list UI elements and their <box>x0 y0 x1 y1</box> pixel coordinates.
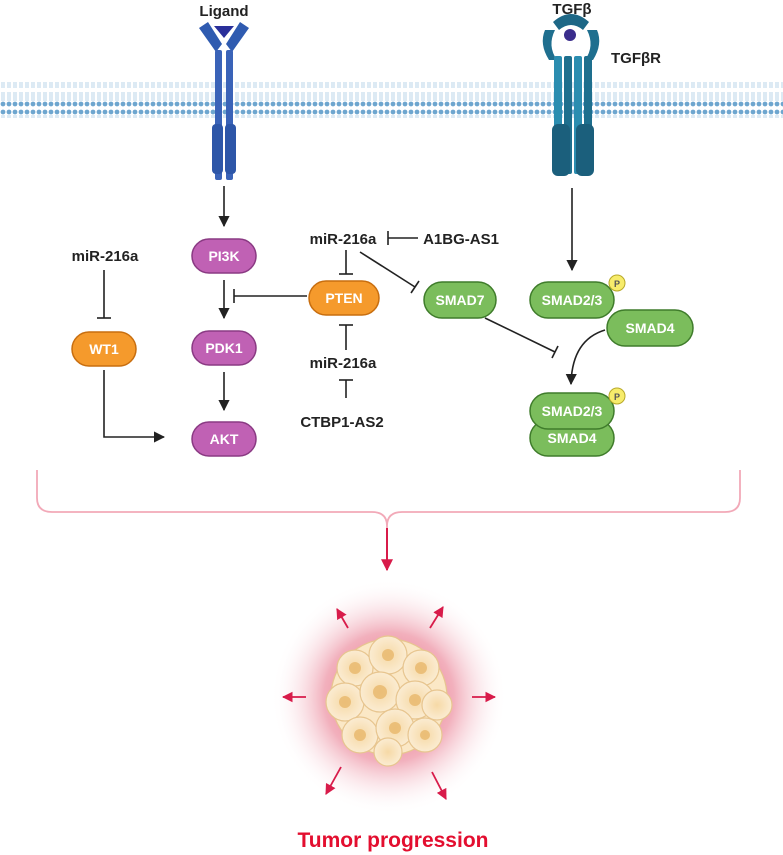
convergence-bracket <box>36 470 741 562</box>
ligand-label: Ligand <box>199 3 248 20</box>
pten-label: PTEN <box>325 290 362 306</box>
complex-phospho-icon <box>608 387 626 405</box>
node-smad4: SMAD4 <box>606 309 694 347</box>
arrow-wt1-akt <box>103 370 166 443</box>
node-pdk1: PDK1 <box>191 330 257 366</box>
node-smad-complex: SMAD4 SMAD2/3 P <box>529 387 626 457</box>
rtk-receptor <box>199 22 249 180</box>
node-pten: PTEN <box>308 280 380 316</box>
tumor-spread-arrows <box>281 606 497 800</box>
smad7-label: SMAD7 <box>435 292 484 308</box>
node-akt: AKT <box>191 421 257 457</box>
node-pi3k: PI3K <box>191 238 257 274</box>
node-smad7: SMAD7 <box>423 281 497 319</box>
complex-smad23-label: SMAD2/3 <box>542 403 603 419</box>
mir216a-bottom-label: miR-216a <box>310 355 377 372</box>
phospho-label: P <box>614 279 620 289</box>
cell-membrane <box>0 82 783 118</box>
smad23-label: SMAD2/3 <box>542 292 603 308</box>
tgfb-label: TGFβ <box>552 1 591 18</box>
mir216a-top-label: miR-216a <box>310 231 377 248</box>
tgfbr-label: TGFβR <box>611 50 661 67</box>
pdk1-label: PDK1 <box>205 340 243 356</box>
outcome-title: Tumor progression <box>298 829 489 852</box>
complex-smad4-label: SMAD4 <box>547 430 596 446</box>
akt-label: AKT <box>210 431 239 447</box>
tgfb-ligand-icon <box>564 29 576 41</box>
inhibit-smad7-complex <box>484 317 556 353</box>
a1bg-as1-label: A1BG-AS1 <box>423 231 499 248</box>
ctbp1-as2-label: CTBP1-AS2 <box>300 414 383 431</box>
arrow-smad-complex <box>565 329 606 386</box>
tgfbr-receptor <box>542 14 600 176</box>
mir216a-left-label: miR-216a <box>72 248 139 265</box>
pathway-edges <box>97 186 606 443</box>
inhibit-mir-smad7 <box>359 251 416 288</box>
wt1-label: WT1 <box>89 341 119 357</box>
tumor-icon <box>271 579 507 815</box>
phospho-icon <box>608 274 626 292</box>
complex-phospho-label: P <box>614 392 620 402</box>
smad4-label: SMAD4 <box>625 320 674 336</box>
node-smad23: SMAD2/3 P <box>529 274 626 319</box>
pi3k-label: PI3K <box>208 248 239 264</box>
ligand-icon <box>214 26 234 38</box>
node-wt1: WT1 <box>71 331 137 367</box>
